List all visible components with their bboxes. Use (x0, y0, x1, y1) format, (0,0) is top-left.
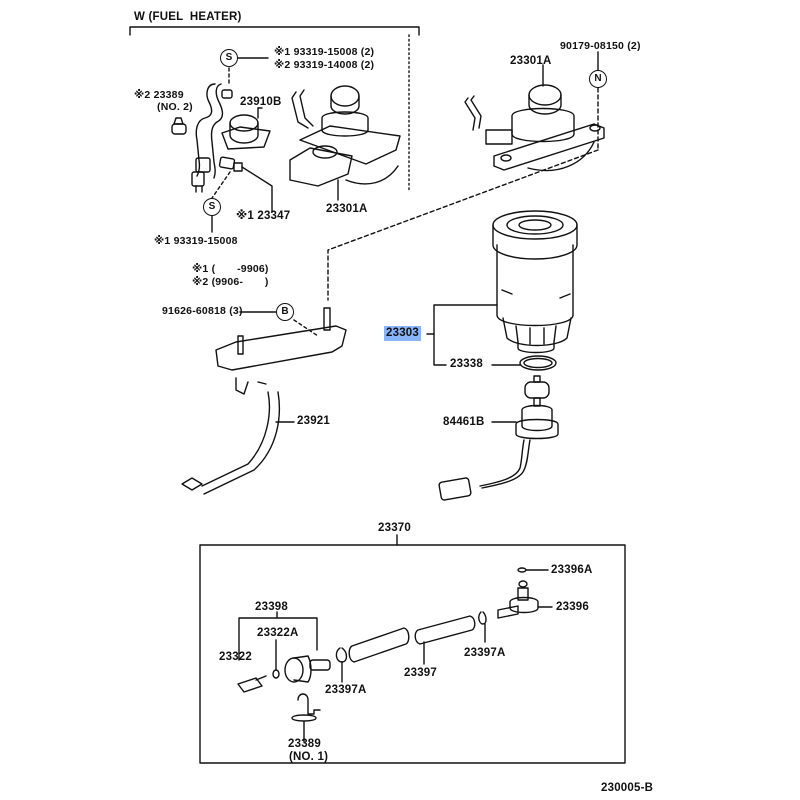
fuel-heater-title: W (FUEL HEATER) (134, 11, 242, 23)
label-hose-23397[interactable]: 23397 (404, 667, 437, 679)
clamp-23347-shape[interactable] (218, 156, 273, 213)
fuel-heater-frame (129, 26, 420, 191)
label-pump-23322[interactable]: 23322 (219, 651, 252, 663)
o-ring-23322a-shape[interactable] (272, 669, 280, 679)
screw-s-bottom-leaders (211, 171, 231, 233)
part-group-bracket-23398 (238, 611, 318, 671)
label-screw-93319-15008-bottom[interactable]: ※1 93319-15008 (154, 235, 238, 247)
bracket-23921-shape[interactable] (181, 307, 347, 495)
label-filter-element-23303[interactable]: 23303 (384, 326, 421, 341)
symbol-b: B (276, 303, 294, 321)
clip-23397a-right-shape[interactable] (478, 611, 487, 643)
label-clamp-23347[interactable]: ※1 23347 (236, 210, 291, 222)
label-heater-23910b[interactable]: 23910B (240, 96, 282, 108)
plug-23396a-shape[interactable] (517, 567, 549, 573)
label-nut-90179-08150[interactable]: 90179-08150 (2) (560, 40, 641, 52)
label-screw-93319-15008[interactable]: ※1 93319-15008 (2) (274, 46, 375, 58)
pump-assembly-frame (199, 534, 626, 764)
plug-23389-no1-shape[interactable] (291, 693, 321, 743)
label-o-ring-23322a[interactable]: 23322A (257, 627, 299, 639)
label-bolt-91626-60818[interactable]: 91626-60818 (3) (162, 305, 243, 317)
label-pump-23398[interactable]: 23398 (255, 601, 288, 613)
label-filter-head-23301a[interactable]: 23301A (510, 55, 552, 67)
label-plug-23389-no2[interactable]: ※2 23389 (134, 89, 184, 101)
part-group-bracket-23303 (426, 304, 521, 366)
heater-23910b-shape[interactable] (221, 107, 271, 150)
pump-23322-shape[interactable] (237, 675, 267, 693)
label-clip-23397a-left[interactable]: 23397A (325, 684, 367, 696)
label-clip-23397a-right[interactable]: 23397A (464, 647, 506, 659)
pump-body-23398-shape[interactable] (284, 655, 331, 683)
sensor-84461b-shape[interactable] (438, 375, 559, 501)
hose-23397-shape[interactable] (348, 615, 476, 665)
connection-dashed-line (327, 149, 599, 301)
label-o-ring-23338[interactable]: 23338 (450, 358, 483, 370)
clip-23397a-left-shape[interactable] (335, 647, 348, 683)
plug-23389-no2-shape[interactable] (171, 117, 187, 135)
pump-23396-shape[interactable] (497, 580, 553, 619)
label-plug-23389-no2-sub: (NO. 2) (157, 101, 193, 113)
filter-element-23303-shape[interactable] (492, 210, 578, 354)
symbol-n: N (589, 70, 607, 88)
bolt-b-leaders (239, 311, 319, 337)
label-plug-23396a[interactable]: 23396A (551, 564, 593, 576)
label-filter-head-heater-23301a[interactable]: 23301A (326, 203, 368, 215)
label-plug-23389-no1[interactable]: 23389 (288, 738, 321, 750)
o-ring-23338-shape[interactable] (519, 355, 557, 371)
note-1: ※1 ( -9906) (192, 263, 269, 275)
symbol-s-bottom: S (203, 198, 221, 216)
symbol-s-top: S (220, 49, 238, 67)
label-screw-93319-14008[interactable]: ※2 93319-14008 (2) (274, 59, 375, 71)
heater-wire-harness-shape[interactable] (191, 83, 233, 193)
note-2: ※2 (9906- ) (192, 276, 269, 288)
label-plug-23389-no1-sub: (NO. 1) (289, 751, 329, 763)
catalog-id: 230005-B (601, 782, 654, 794)
label-pump-23396[interactable]: 23396 (556, 601, 589, 613)
filter-head-heater-23301a-shape[interactable] (289, 85, 401, 201)
filter-head-23301a-shape[interactable] (464, 51, 605, 172)
label-pump-assembly-23370[interactable]: 23370 (378, 522, 411, 534)
screw-s-top-leaders (228, 57, 269, 85)
label-sensor-84461b[interactable]: 84461B (443, 416, 485, 428)
o-ring-23338-inner (523, 357, 553, 369)
label-bracket-23921[interactable]: 23921 (297, 415, 330, 427)
